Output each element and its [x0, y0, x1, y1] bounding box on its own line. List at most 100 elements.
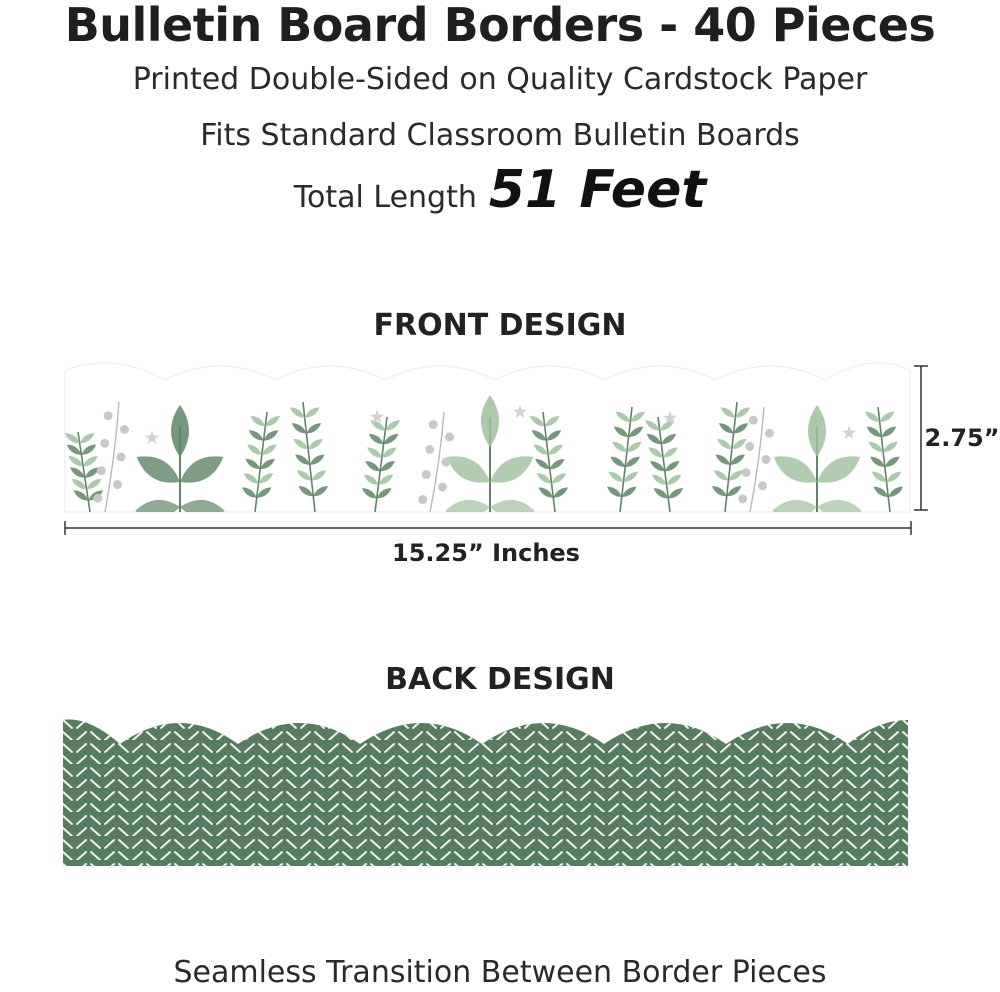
feature-line-fit: Fits Standard Classroom Bulletin Boards — [200, 118, 800, 153]
leaf — [258, 473, 274, 484]
leaf — [481, 395, 499, 447]
leaf — [490, 499, 535, 512]
berry — [113, 480, 122, 489]
leaf — [86, 478, 102, 490]
leaf — [295, 454, 310, 465]
leaf — [651, 474, 667, 485]
leaf — [260, 458, 275, 470]
leaf — [65, 433, 80, 444]
leaf — [666, 474, 682, 485]
leaf — [361, 488, 377, 499]
leaf — [529, 415, 545, 427]
leaf — [243, 473, 259, 484]
leaf — [261, 444, 277, 455]
herringbone-lines — [63, 719, 908, 866]
front-border-illustration — [64, 362, 911, 513]
berry-stem — [104, 401, 120, 512]
berry — [748, 415, 758, 425]
leaf — [171, 405, 189, 457]
berry — [425, 445, 435, 454]
berry — [418, 495, 428, 504]
berry-stem — [749, 406, 765, 512]
leaf — [247, 444, 262, 455]
leaf — [730, 454, 745, 465]
fern-stem — [619, 406, 633, 512]
leaf — [538, 487, 554, 498]
leaf — [445, 499, 490, 512]
leaf — [81, 444, 97, 455]
leaf — [886, 471, 902, 482]
leaf — [79, 433, 95, 444]
leaf — [446, 456, 490, 483]
leaf — [381, 447, 397, 458]
leaf — [888, 486, 904, 497]
leaf — [293, 438, 309, 450]
leaf — [70, 467, 85, 478]
leaf — [298, 485, 314, 497]
berry — [116, 452, 126, 462]
leaf — [608, 471, 624, 482]
leaf — [870, 456, 885, 467]
fern-stem — [542, 411, 556, 512]
leaf — [733, 423, 749, 434]
leaf — [490, 456, 534, 483]
berry — [445, 432, 454, 442]
leaf — [83, 455, 98, 467]
berry — [761, 455, 771, 464]
leaf — [385, 420, 401, 431]
berry — [120, 425, 129, 434]
leaf — [536, 473, 552, 484]
leaf — [309, 454, 325, 465]
leaf — [535, 458, 550, 470]
leaf — [808, 405, 826, 457]
berry — [103, 411, 113, 421]
leaf — [644, 420, 660, 431]
leaf — [180, 499, 225, 512]
leaf — [368, 433, 384, 445]
berry — [441, 457, 451, 467]
star-icon — [841, 425, 857, 440]
leaf — [376, 488, 392, 499]
height-dimension-label: 2.75” — [925, 424, 1000, 452]
leaf — [884, 456, 900, 467]
leaf — [661, 433, 677, 445]
leaf — [711, 485, 727, 497]
leaf — [612, 441, 627, 452]
leaf — [180, 456, 224, 483]
leaf — [136, 456, 180, 483]
total-length-prefix: Total Length — [293, 180, 477, 215]
star-icon — [144, 430, 160, 445]
leaf — [363, 474, 379, 485]
star-icon — [512, 404, 528, 419]
leaf — [546, 430, 562, 441]
leaf — [263, 430, 279, 441]
leaf — [291, 423, 307, 434]
berry — [438, 482, 447, 492]
leaf — [625, 456, 640, 467]
star-icon — [369, 409, 385, 424]
leaf — [248, 430, 264, 441]
leaf — [551, 473, 567, 484]
leaf — [367, 447, 382, 458]
leaf — [135, 499, 180, 512]
berry — [100, 438, 110, 448]
width-dimension-label: 15.25” Inches — [392, 539, 580, 567]
leaf — [772, 499, 817, 512]
berry — [758, 481, 767, 491]
fern-stem — [877, 406, 891, 512]
leaf — [866, 426, 882, 437]
leaf — [713, 470, 729, 481]
back-design-label: BACK DESIGN — [385, 662, 615, 697]
leaf — [241, 487, 257, 498]
leaf — [817, 456, 861, 483]
leaf — [73, 490, 89, 501]
leaf — [383, 433, 399, 445]
seamless-note: Seamless Transition Between Border Piece… — [173, 955, 827, 990]
berry — [765, 428, 774, 438]
leaf — [717, 438, 732, 450]
leaf — [720, 407, 736, 418]
leaf — [610, 456, 626, 467]
leaf — [289, 407, 305, 418]
total-length-value: 51 Feet — [488, 160, 707, 220]
leaf — [66, 444, 82, 455]
